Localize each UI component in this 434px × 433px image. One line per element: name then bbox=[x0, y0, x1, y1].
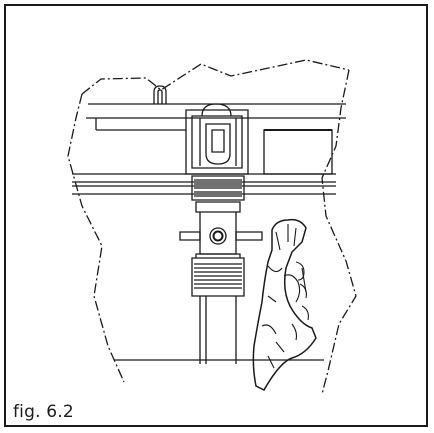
figure-frame: fig. 6.2 bbox=[4, 4, 428, 427]
cloth bbox=[252, 218, 317, 391]
outline-left bbox=[67, 93, 125, 383]
figure-caption: fig. 6.2 bbox=[13, 402, 74, 422]
valve-illustration bbox=[67, 59, 357, 395]
pipe bbox=[199, 296, 237, 364]
outline-right bbox=[321, 69, 357, 395]
valve-handle bbox=[179, 231, 263, 241]
hook bbox=[153, 85, 167, 104]
lower-nut bbox=[191, 253, 245, 297]
right-box bbox=[263, 129, 333, 175]
outline-top bbox=[81, 59, 350, 95]
elbow-fitting bbox=[185, 103, 249, 175]
upper-nut bbox=[191, 175, 245, 201]
upper-rails bbox=[86, 103, 346, 131]
valve-stem bbox=[209, 227, 227, 245]
